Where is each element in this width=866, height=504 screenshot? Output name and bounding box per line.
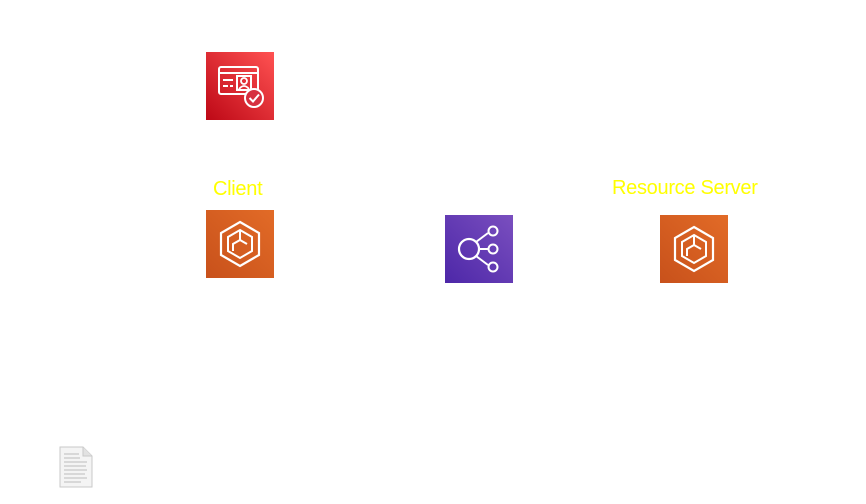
document-icon-graphic: [59, 446, 93, 488]
resource-server-label: Resource Server: [612, 177, 758, 199]
certificate-manager-icon[interactable]: [206, 52, 274, 120]
client-ecs-icon[interactable]: [206, 210, 274, 278]
client-label: Client: [213, 178, 263, 200]
document-icon[interactable]: [59, 446, 93, 488]
load-balancer-node-icon[interactable]: [445, 215, 513, 283]
ecs-container-icon: [206, 210, 274, 278]
load-balancer-icon: [445, 215, 513, 283]
certificate-manager-icon-graphic: [206, 52, 274, 120]
ecs-container-icon: [660, 215, 728, 283]
resource-server-ecs-icon[interactable]: [660, 215, 728, 283]
